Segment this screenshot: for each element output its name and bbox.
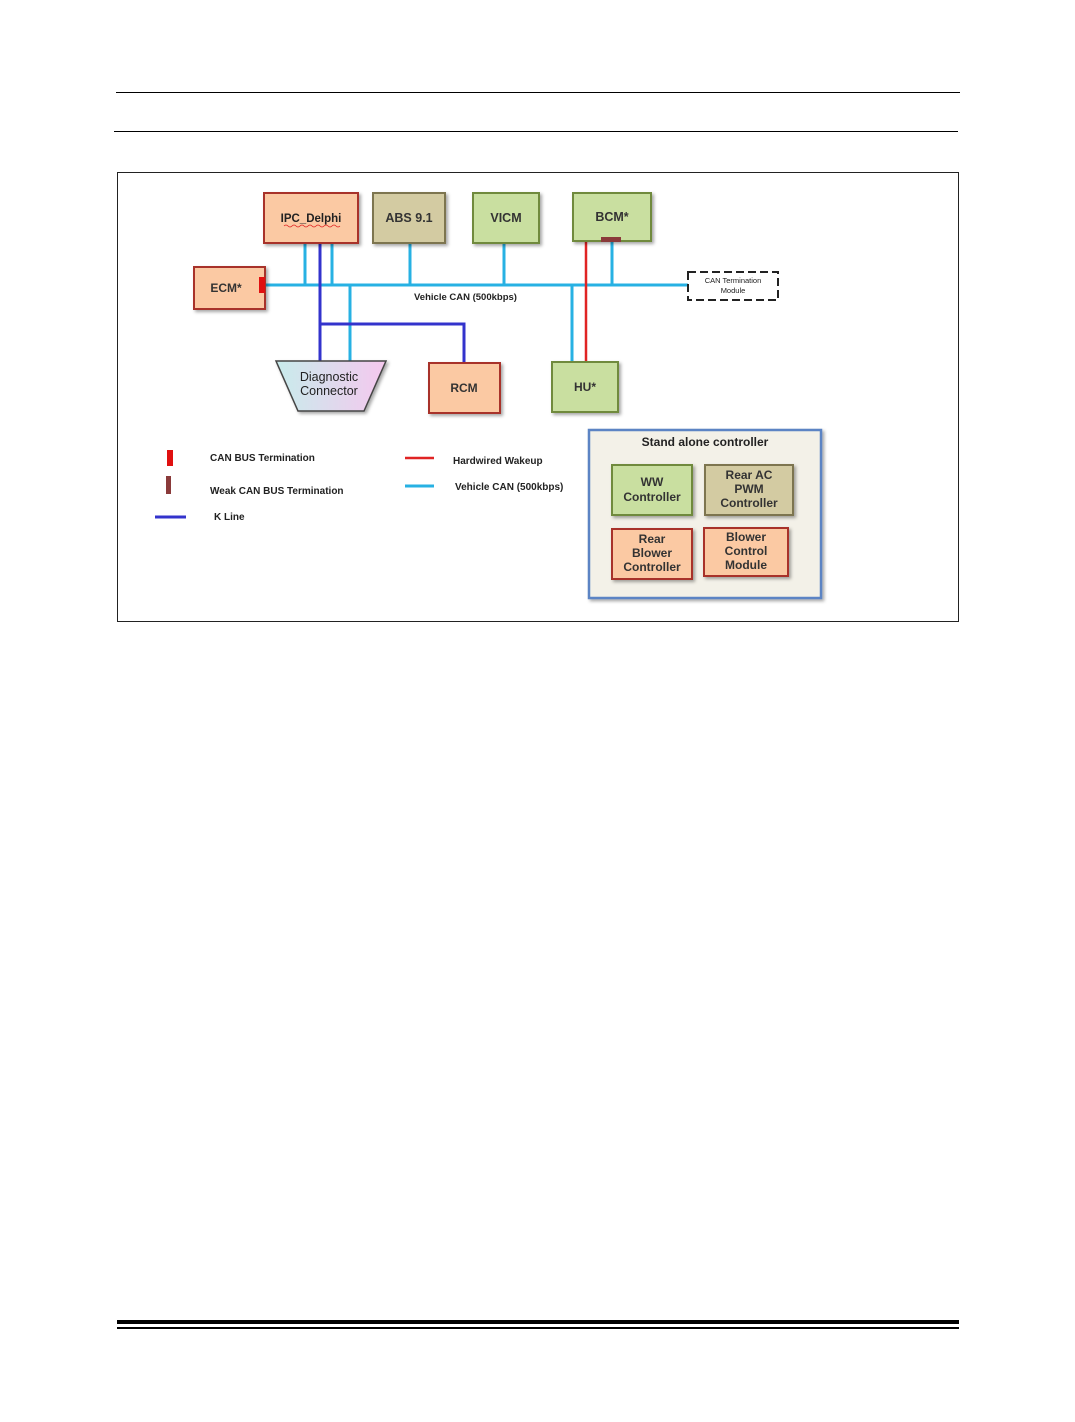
- module-bcm-label: BCM*: [595, 210, 628, 224]
- legend-weak-termination-swatch: [166, 476, 171, 494]
- header-rule-top: [116, 92, 960, 93]
- footer-rule-thick: [117, 1320, 959, 1324]
- header-rule-bottom: [114, 131, 958, 132]
- module-ww-controller: WW Controller: [611, 464, 693, 516]
- module-blower-control-module: Blower Control Module: [703, 527, 789, 577]
- can-termination-label-2: Module: [721, 286, 746, 295]
- network-diagram: IPC_Delphi ABS 9.1 VICM BCM* ECM* Vehicl…: [155, 192, 823, 600]
- k-line-lines: [318, 243, 466, 363]
- diagnostic-label-1: Diagnostic: [300, 370, 358, 384]
- standalone-title: Stand alone controller: [642, 435, 769, 449]
- module-rcm: RCM: [428, 362, 501, 414]
- module-vicm: VICM: [472, 192, 540, 244]
- module-abs-label: ABS 9.1: [385, 211, 432, 225]
- legend-can-termination-label: CAN BUS Termination: [210, 453, 315, 464]
- rear-blower-label-1: Rear: [639, 532, 666, 546]
- diagnostic-connector: Diagnostic Connector: [274, 360, 388, 412]
- can-termination-module: CAN Termination Module: [687, 271, 779, 301]
- rear-blower-label-3: Controller: [623, 560, 681, 574]
- footer-rule-thin: [117, 1327, 959, 1329]
- legend-vehicle-can-label: Vehicle CAN (500kbps): [455, 482, 563, 493]
- module-rear-blower-controller: Rear Blower Controller: [611, 528, 693, 580]
- module-vicm-label: VICM: [490, 211, 521, 225]
- blower-control-label-1: Blower: [726, 530, 766, 544]
- module-ipc: IPC_Delphi: [263, 192, 359, 244]
- rear-ac-label-1: Rear AC: [726, 468, 773, 482]
- module-hu-label: HU*: [574, 380, 596, 394]
- ww-label-1: WW: [641, 475, 664, 489]
- legend-weak-termination-label: Weak CAN BUS Termination: [210, 486, 344, 497]
- module-bcm: BCM*: [572, 192, 652, 242]
- vehicle-can-lines: [265, 241, 688, 361]
- network-diagram-figure: IPC_Delphi ABS 9.1 VICM BCM* ECM* Vehicl…: [117, 172, 959, 622]
- rear-blower-label-2: Blower: [632, 546, 672, 560]
- module-ipc-label: IPC_Delphi: [281, 213, 342, 225]
- vehicle-can-bus-label: Vehicle CAN (500kbps): [414, 292, 517, 303]
- can-termination-label-1: CAN Termination: [705, 276, 762, 285]
- legend-can-termination-swatch: [167, 450, 173, 466]
- module-rear-ac-pwm-controller: Rear AC PWM Controller: [704, 464, 794, 516]
- blower-control-label-2: Control: [725, 544, 768, 558]
- diagnostic-label-2: Connector: [300, 384, 358, 398]
- blower-control-label-3: Module: [725, 558, 767, 572]
- ww-label-2: Controller: [623, 490, 681, 504]
- legend-k-line-label: K Line: [214, 512, 245, 523]
- legend-wakeup-label: Hardwired Wakeup: [453, 456, 543, 467]
- spellcheck-underline: [283, 224, 341, 228]
- k-line-to-rcm: [320, 322, 466, 363]
- module-abs: ABS 9.1: [372, 192, 446, 244]
- module-hu: HU*: [551, 361, 619, 413]
- module-ecm: ECM*: [193, 266, 266, 310]
- ecm-can-termination: [259, 277, 265, 293]
- rear-ac-label-3: Controller: [720, 496, 778, 510]
- rear-ac-label-2: PWM: [734, 482, 763, 496]
- standalone-controller-panel: Stand alone controller WW Controller Rea…: [587, 428, 823, 600]
- legend: CAN BUS Termination Weak CAN BUS Termina…: [155, 450, 563, 523]
- module-ecm-label: ECM*: [210, 281, 242, 295]
- module-rcm-label: RCM: [450, 381, 477, 395]
- bcm-weak-termination: [601, 237, 621, 242]
